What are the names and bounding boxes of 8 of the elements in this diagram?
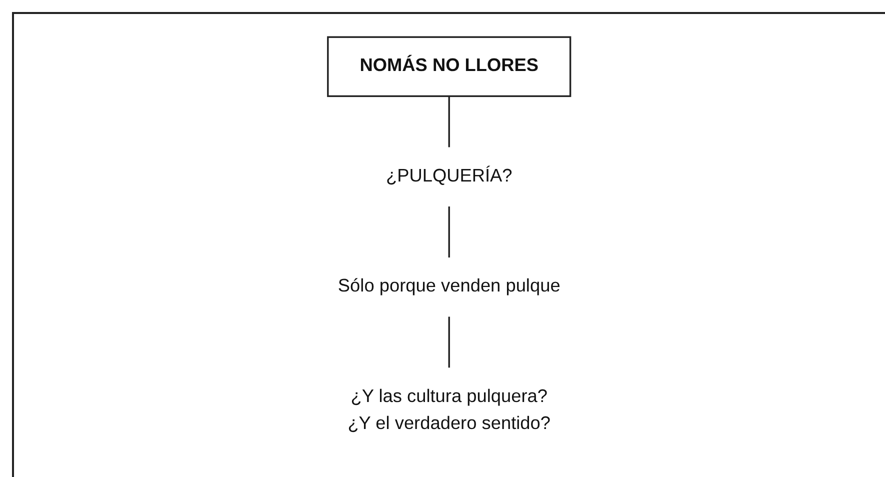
- connector: [448, 316, 450, 368]
- flowchart: NOMÁS NO LLORES ¿PULQUERÍA? Sólo porque venden pulque ¿Y las cultura pulquera? ¿Y el verdadero sentido?: [297, 28, 602, 464]
- node-box: [327, 36, 572, 97]
- node-text: ¿Y las cultura pulquera? ¿Y el verdadero sentido?: [348, 386, 551, 434]
- connector: [448, 205, 450, 258]
- node-text: ¿PULQUERÍA?: [386, 166, 513, 186]
- node-text: Sólo porque venden pulque: [338, 276, 561, 296]
- connector: [448, 95, 450, 148]
